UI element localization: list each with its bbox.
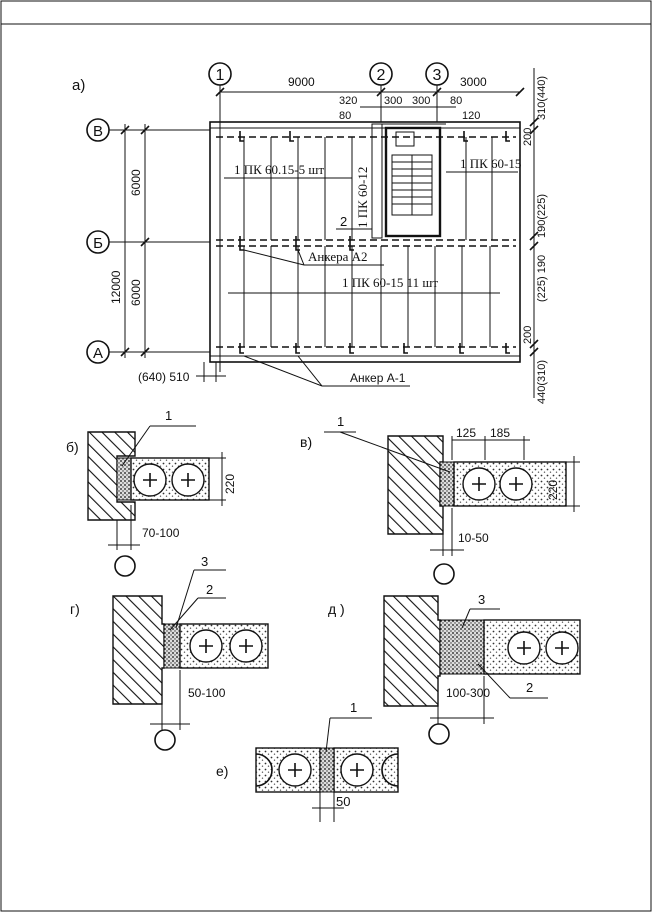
dim-300-b: 300 bbox=[412, 95, 430, 107]
axis-B-label: Б bbox=[93, 235, 103, 252]
detail-v-callout: 1 bbox=[337, 414, 344, 429]
axis-marker-A: А bbox=[86, 340, 210, 364]
panel-seams-upper bbox=[243, 137, 493, 240]
detail-g: г) 3 2 50-100 bbox=[70, 554, 269, 751]
dim-310-440: 310(440) bbox=[536, 76, 548, 120]
panel-label-60-15: 1 ПК 60-15 bbox=[460, 156, 521, 171]
anchor-a2-label: Анкера А2 bbox=[308, 249, 368, 264]
dim-200-upper: 200 bbox=[522, 128, 534, 146]
detail-b-dim-gap: 70-100 bbox=[142, 526, 180, 540]
axis-V-label: В bbox=[93, 123, 103, 140]
dim-3000: 3000 bbox=[460, 75, 487, 89]
panel-label-60-12: 1 ПК 60-12 bbox=[355, 167, 370, 228]
detail-g-callout-2: 2 bbox=[206, 582, 213, 597]
dim-80-left: 80 bbox=[339, 110, 351, 122]
detail-e-callout: 1 bbox=[350, 700, 357, 715]
axis-marker-B: Б bbox=[86, 230, 210, 254]
detail-d-callout-3: 3 bbox=[478, 592, 485, 607]
dim-12000: 12000 bbox=[109, 270, 123, 304]
dim-440-310: 440(310) bbox=[536, 360, 548, 404]
floor-plan: а) 1 2 3 9000 3000 320 300 300 80 80 bbox=[72, 62, 548, 404]
detail-v-dim-gap: 10-50 bbox=[458, 531, 489, 545]
detail-b-label: б) bbox=[66, 439, 79, 455]
axis-marker-1: 1 bbox=[208, 62, 232, 372]
detail-e: е) 1 50 bbox=[216, 700, 399, 822]
detail-v-dim-125: 125 bbox=[456, 426, 476, 440]
detail-v-label: в) bbox=[300, 434, 312, 450]
dim-6000-upper: 6000 bbox=[129, 169, 143, 196]
dim-80-right: 80 bbox=[450, 95, 462, 107]
dim-6000-lower: 6000 bbox=[129, 279, 143, 306]
building-outline bbox=[209, 121, 521, 363]
panel-label-60-15-11: 1 ПК 60-15 11 шт bbox=[342, 275, 438, 290]
detail-v-dim-220: 220 bbox=[546, 480, 560, 500]
detail-b-dim-220: 220 bbox=[223, 474, 237, 494]
axis-3-label: 3 bbox=[433, 67, 442, 84]
anchor-a1-label: Анкер А-1 bbox=[350, 371, 406, 385]
detail-d-callout-2: 2 bbox=[526, 680, 533, 695]
dim-640-510: (640) 510 bbox=[138, 370, 190, 384]
dim-200-lower: 200 bbox=[522, 326, 534, 344]
detail-g-callout-3: 3 bbox=[201, 554, 208, 569]
axis-A-label: А bbox=[93, 345, 103, 362]
anchors bbox=[239, 131, 510, 354]
detail-e-label: е) bbox=[216, 763, 228, 779]
detail-e-dim-gap: 50 bbox=[336, 794, 350, 809]
panel-label-60-15-5: 1 ПК 60.15-5 шт bbox=[234, 162, 324, 177]
dim-225-190: (225) 190 bbox=[536, 255, 548, 302]
plan-label: а) bbox=[72, 77, 85, 94]
detail-g-label: г) bbox=[70, 601, 80, 617]
dim-9000: 9000 bbox=[288, 75, 315, 89]
detail-g-dim-gap: 50-100 bbox=[188, 686, 226, 700]
axis-marker-V: В bbox=[86, 118, 210, 142]
detail-v: в) 125 185 220 1 10-50 bbox=[300, 414, 580, 585]
detail-d: д ) 3 2 100-300 bbox=[328, 592, 581, 745]
detail-b-callout: 1 bbox=[165, 408, 172, 423]
detail-b: б) 220 1 70-100 bbox=[66, 408, 237, 577]
stair-cell bbox=[371, 123, 446, 239]
dim-300-a: 300 bbox=[384, 95, 402, 107]
detail-v-dim-185: 185 bbox=[490, 426, 510, 440]
dim-120: 120 bbox=[462, 110, 480, 122]
axis-2-label: 2 bbox=[377, 67, 386, 84]
dim-190-225: 190(225) bbox=[536, 194, 548, 238]
callout-2: 2 bbox=[340, 214, 347, 229]
dim-320: 320 bbox=[339, 95, 357, 107]
panel-seams-lower bbox=[243, 246, 491, 347]
detail-d-dim-gap: 100-300 bbox=[446, 686, 490, 700]
detail-d-label: д ) bbox=[328, 601, 345, 617]
axis-1-label: 1 bbox=[216, 67, 225, 84]
